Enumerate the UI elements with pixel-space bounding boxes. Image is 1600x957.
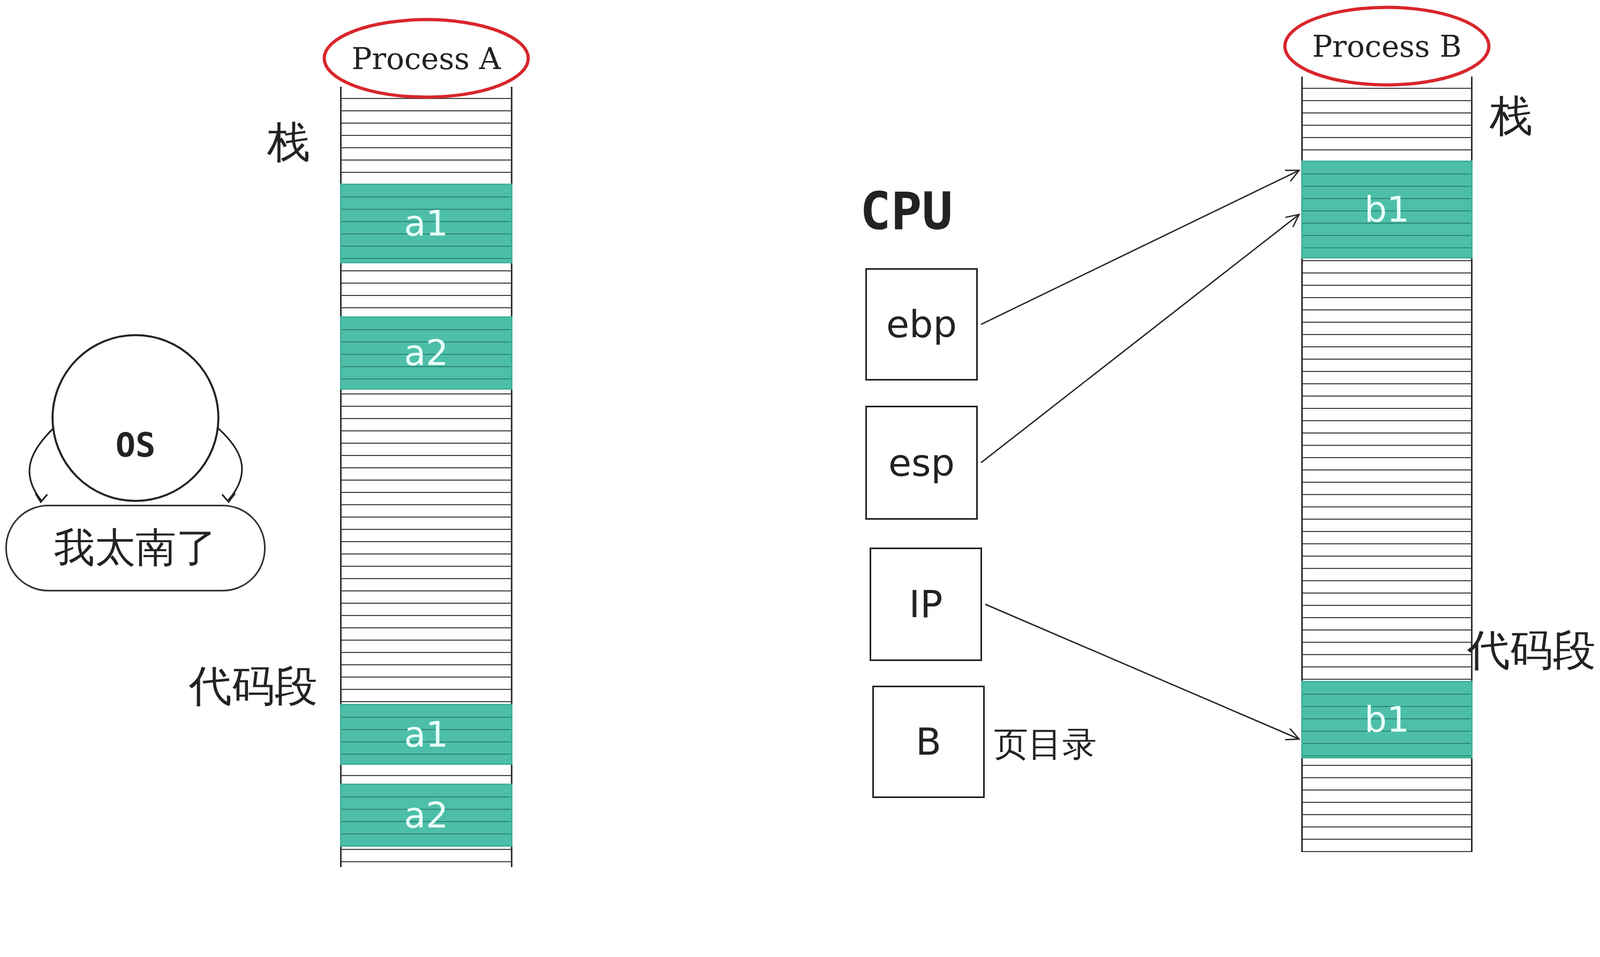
segment-label: 栈: [267, 114, 311, 172]
code-block: a2: [340, 783, 513, 848]
cpu-label: CPU: [859, 181, 953, 242]
stack-block: a2: [340, 316, 513, 390]
block-name: a1: [404, 714, 449, 756]
code-block: b1: [1301, 681, 1473, 759]
process-title: Process A: [351, 41, 501, 77]
os-arm: [29, 428, 54, 501]
os-hand: [35, 494, 48, 503]
pointer-arrow: [980, 170, 1300, 325]
process-column: Process B b1 b1: [1301, 5, 1473, 853]
register-box: ebp: [865, 268, 978, 381]
process-title: Process B: [1311, 28, 1462, 64]
os-face: OS: [50, 333, 221, 503]
process-column: Process A a1 a2 a1 a2: [340, 15, 513, 868]
register-box: esp: [865, 405, 978, 520]
os-arm: [218, 428, 243, 501]
pointer-arrow: [980, 214, 1300, 464]
stack-block: a1: [340, 183, 513, 264]
speech-box: 我太南了: [5, 504, 266, 592]
stack-block: b1: [1301, 160, 1473, 259]
os-text: OS: [115, 425, 156, 465]
register-name: IP: [909, 582, 943, 627]
pointer-arrow: [985, 604, 1300, 741]
os-hand: [222, 494, 235, 503]
segment-label: 代码段: [1467, 622, 1596, 681]
segment-label: 代码段: [189, 658, 318, 716]
register-note: 页目录: [993, 721, 1097, 768]
register-name: esp: [888, 441, 955, 486]
face-outline: [50, 333, 221, 503]
block-name: a2: [404, 332, 449, 374]
register-name: ebp: [886, 302, 957, 347]
block-name: b1: [1364, 189, 1410, 231]
block-name: b1: [1364, 699, 1410, 741]
register-box: B: [872, 685, 985, 799]
speech-text: 我太南了: [54, 521, 217, 577]
block-name: a2: [404, 795, 449, 837]
code-block: a1: [340, 704, 513, 766]
register-box: IP: [869, 547, 983, 662]
segment-label: 栈: [1489, 87, 1533, 146]
register-name: B: [915, 720, 942, 765]
block-name: a1: [404, 202, 449, 245]
